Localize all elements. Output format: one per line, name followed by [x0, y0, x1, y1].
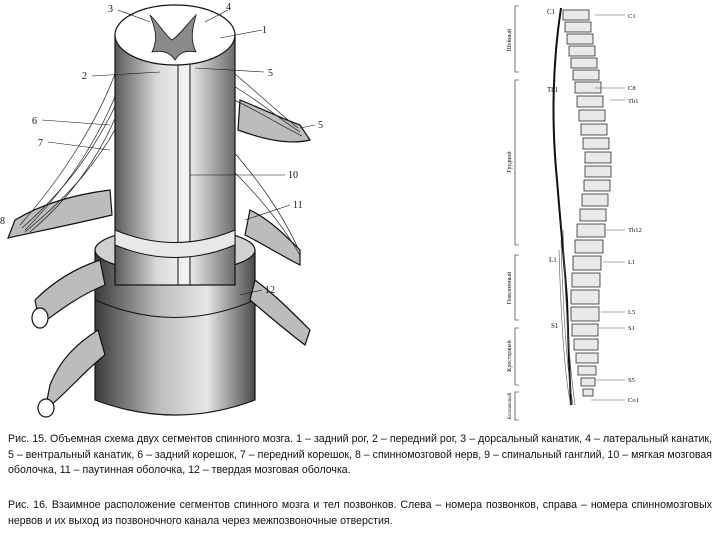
vertebrae	[563, 10, 611, 396]
nerve-label-co1: Co1	[628, 397, 639, 404]
label-5-nerve: 5	[318, 120, 323, 131]
vertebra-label-th1: Th1	[547, 86, 559, 94]
vertebral-column-diagram: C1 Th1 L1 S1 C1 C8 Th1 Th12 L1 L5 S1 S5 …	[495, 0, 670, 425]
label-5-top: 5	[268, 68, 273, 79]
label-10: 10	[288, 170, 298, 181]
region-label-coccygeal: Копчиковый	[508, 392, 513, 419]
region-label-sacral: Крестцовый	[506, 340, 513, 372]
figure-15-caption: Рис. 15. Объемная схема двух сегментов с…	[8, 432, 712, 479]
label-11: 11	[293, 200, 303, 211]
vertebra-label-c1: C1	[547, 8, 556, 16]
label-1: 1	[262, 25, 267, 36]
vertebra-label-s1: S1	[551, 322, 559, 330]
label-7: 7	[38, 138, 43, 149]
label-6: 6	[32, 116, 37, 127]
figure-16-caption: Рис. 16. Взаимное расположение сегментов…	[8, 498, 712, 529]
region-label-cervical: Шейный	[506, 28, 513, 51]
label-3: 3	[108, 4, 113, 15]
label-2: 2	[82, 71, 87, 82]
label-12: 12	[265, 285, 275, 296]
nerve-label-l1: L1	[628, 259, 635, 266]
nerve-label-s5: S5	[628, 377, 635, 384]
label-4: 4	[226, 2, 231, 13]
nerve-label-c8: C8	[628, 85, 636, 92]
vertebra-label-l1: L1	[549, 256, 557, 264]
cord-in-canal	[554, 8, 571, 405]
region-label-lumbar: Поясничный	[506, 271, 513, 304]
nerve-label-s1: S1	[628, 325, 635, 332]
nerve-label-th1: Th1	[628, 98, 638, 105]
nerve-label-c1: C1	[628, 13, 636, 20]
label-8: 8	[0, 216, 5, 227]
nerve-label-th12: Th12	[628, 227, 642, 234]
region-label-thoracic: Грудной	[506, 151, 513, 173]
nerve-label-l5: L5	[628, 309, 635, 316]
spinal-cord-segment-illustration: 3 4 1 2 5 5 6 7 8 10 11 12	[0, 0, 335, 425]
